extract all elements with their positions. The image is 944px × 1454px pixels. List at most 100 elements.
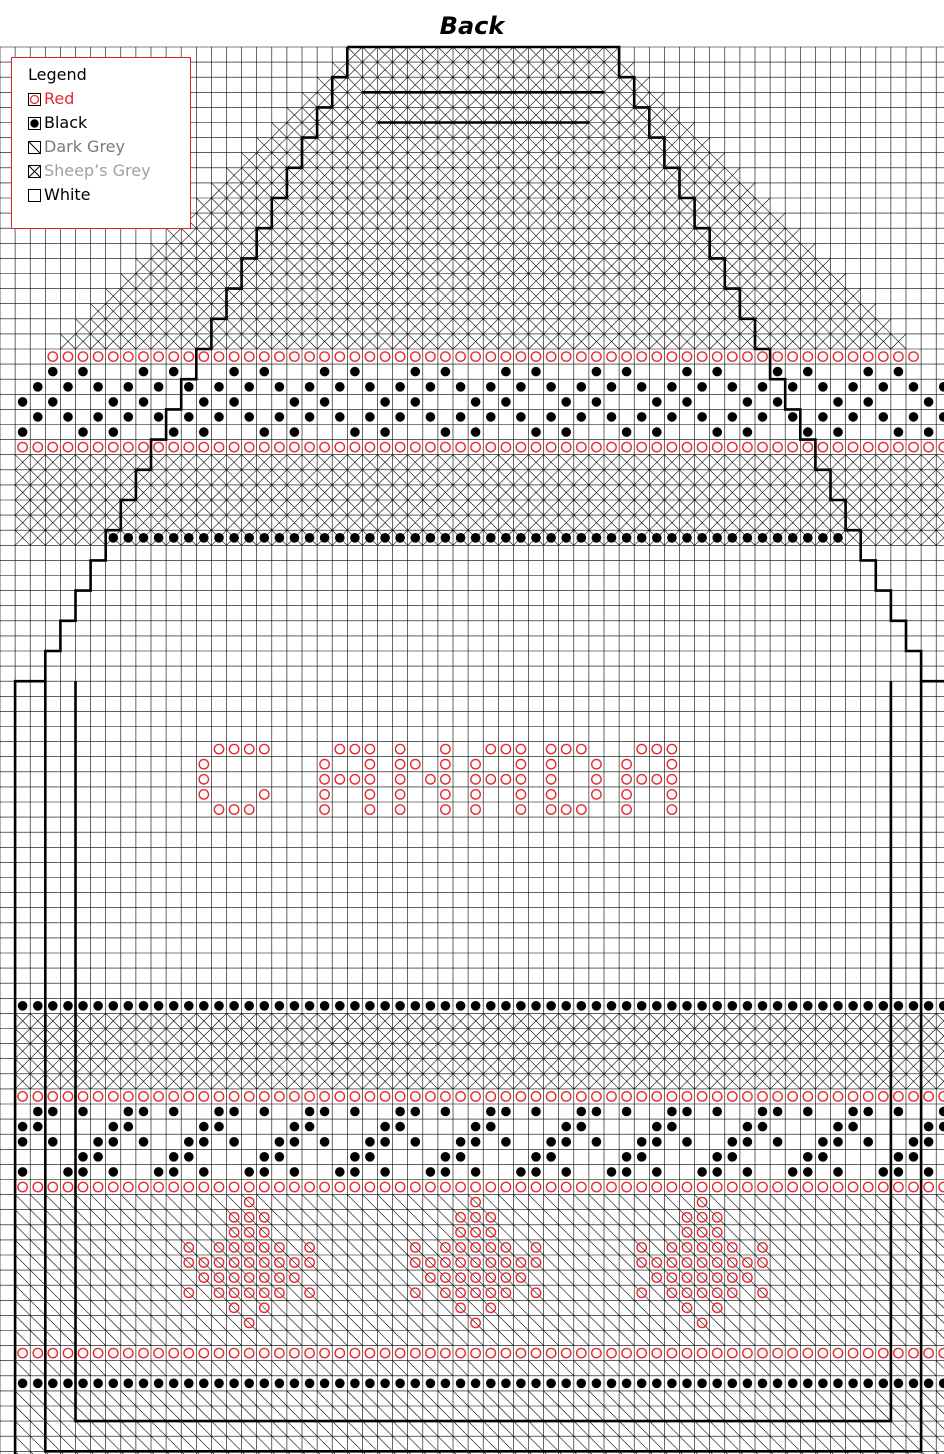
black-stitch	[365, 1137, 375, 1147]
red-stitch	[833, 1348, 842, 1357]
red-stitch	[350, 1348, 359, 1357]
black-stitch	[350, 367, 360, 377]
red-stitch	[682, 442, 691, 451]
black-stitch	[486, 1001, 496, 1011]
black-stitch	[728, 382, 738, 392]
red-stitch	[577, 352, 586, 361]
red-stitch	[637, 442, 646, 451]
black-stitch	[894, 1379, 904, 1389]
red-stitch	[486, 1348, 495, 1357]
black-stitch	[592, 1107, 602, 1117]
red-stitch	[833, 442, 842, 451]
black-stitch	[229, 1107, 239, 1117]
black-stitch	[229, 367, 239, 377]
black-stitch	[863, 397, 873, 407]
red-stitch	[697, 1092, 706, 1101]
black-stitch	[924, 1167, 934, 1177]
black-stitch	[139, 1137, 149, 1147]
legend-item-sheeps-grey: Sheep’s Grey	[28, 159, 190, 183]
red-stitch	[305, 352, 314, 361]
black-stitch	[380, 1001, 390, 1011]
legend-item-dark-grey: Dark Grey	[28, 135, 190, 159]
black-stitch	[546, 412, 556, 422]
red-stitch	[229, 352, 238, 361]
red-stitch	[335, 1348, 344, 1357]
red-stitch	[169, 1348, 178, 1357]
black-stitch	[199, 1122, 209, 1132]
black-stitch	[818, 1137, 828, 1147]
red-stitch	[471, 1182, 480, 1191]
red-stitch	[350, 442, 359, 451]
red-stitch	[184, 352, 193, 361]
red-stitch	[214, 352, 223, 361]
black-stitch	[275, 533, 285, 543]
black-stitch	[426, 1001, 436, 1011]
red-stitch	[939, 442, 944, 451]
red-stitch	[365, 775, 374, 784]
black-stitch	[758, 382, 768, 392]
black-stitch	[803, 1379, 813, 1389]
black-stitch	[501, 1107, 511, 1117]
legend-item-black: Black	[28, 111, 190, 135]
red-stitch	[622, 1348, 631, 1357]
black-stitch	[199, 1001, 209, 1011]
black-stitch	[712, 367, 722, 377]
red-stitch	[260, 790, 269, 799]
black-stitch	[622, 1379, 632, 1389]
red-stitch	[395, 775, 404, 784]
black-stitch	[863, 1137, 873, 1147]
red-stitch	[426, 775, 435, 784]
black-stitch	[743, 1137, 753, 1147]
black-stitch	[305, 1107, 315, 1117]
red-stitch	[833, 1092, 842, 1101]
red-stitch	[199, 442, 208, 451]
black-stitch	[803, 1107, 813, 1117]
red-stitch	[275, 442, 284, 451]
red-stitch	[667, 805, 676, 814]
black-stitch	[124, 382, 134, 392]
black-stitch	[275, 382, 285, 392]
black-stitch	[48, 1379, 58, 1389]
red-stitch	[667, 1348, 676, 1357]
black-stitch	[833, 533, 843, 543]
red-stitch	[697, 352, 706, 361]
black-stitch	[426, 382, 436, 392]
black-stitch	[395, 1379, 405, 1389]
red-stitch	[939, 1348, 944, 1357]
red-stitch	[335, 352, 344, 361]
black-stitch	[426, 412, 436, 422]
black-stitch	[712, 1001, 722, 1011]
black-stitch	[879, 412, 889, 422]
red-stitch	[909, 442, 918, 451]
black-stitch	[697, 533, 707, 543]
black-stitch	[939, 1107, 944, 1117]
red-stitch	[803, 1092, 812, 1101]
black-stitch	[818, 1379, 828, 1389]
red-stitch	[456, 442, 465, 451]
red-stitch	[395, 805, 404, 814]
red-stitch	[667, 442, 676, 451]
black-stitch	[577, 1122, 587, 1132]
black-stitch	[380, 1379, 390, 1389]
red-stitch	[577, 1182, 586, 1191]
black-stitch	[244, 1167, 254, 1177]
black-stitch	[879, 1379, 889, 1389]
red-stitch	[93, 442, 102, 451]
black-stitch	[592, 397, 602, 407]
black-stitch	[728, 533, 738, 543]
red-stitch	[350, 1182, 359, 1191]
red-stitch	[154, 1182, 163, 1191]
black-stitch	[546, 533, 556, 543]
red-stitch	[380, 1348, 389, 1357]
red-stitch	[395, 442, 404, 451]
red-stitch	[350, 1092, 359, 1101]
black-stitch	[184, 533, 194, 543]
red-stitch	[471, 790, 480, 799]
black-stitch	[682, 367, 692, 377]
red-stitch	[713, 1182, 722, 1191]
red-stitch	[380, 1092, 389, 1101]
red-stitch	[109, 442, 118, 451]
black-stitch	[48, 367, 58, 377]
red-stitch	[728, 352, 737, 361]
black-stitch	[229, 1379, 239, 1389]
